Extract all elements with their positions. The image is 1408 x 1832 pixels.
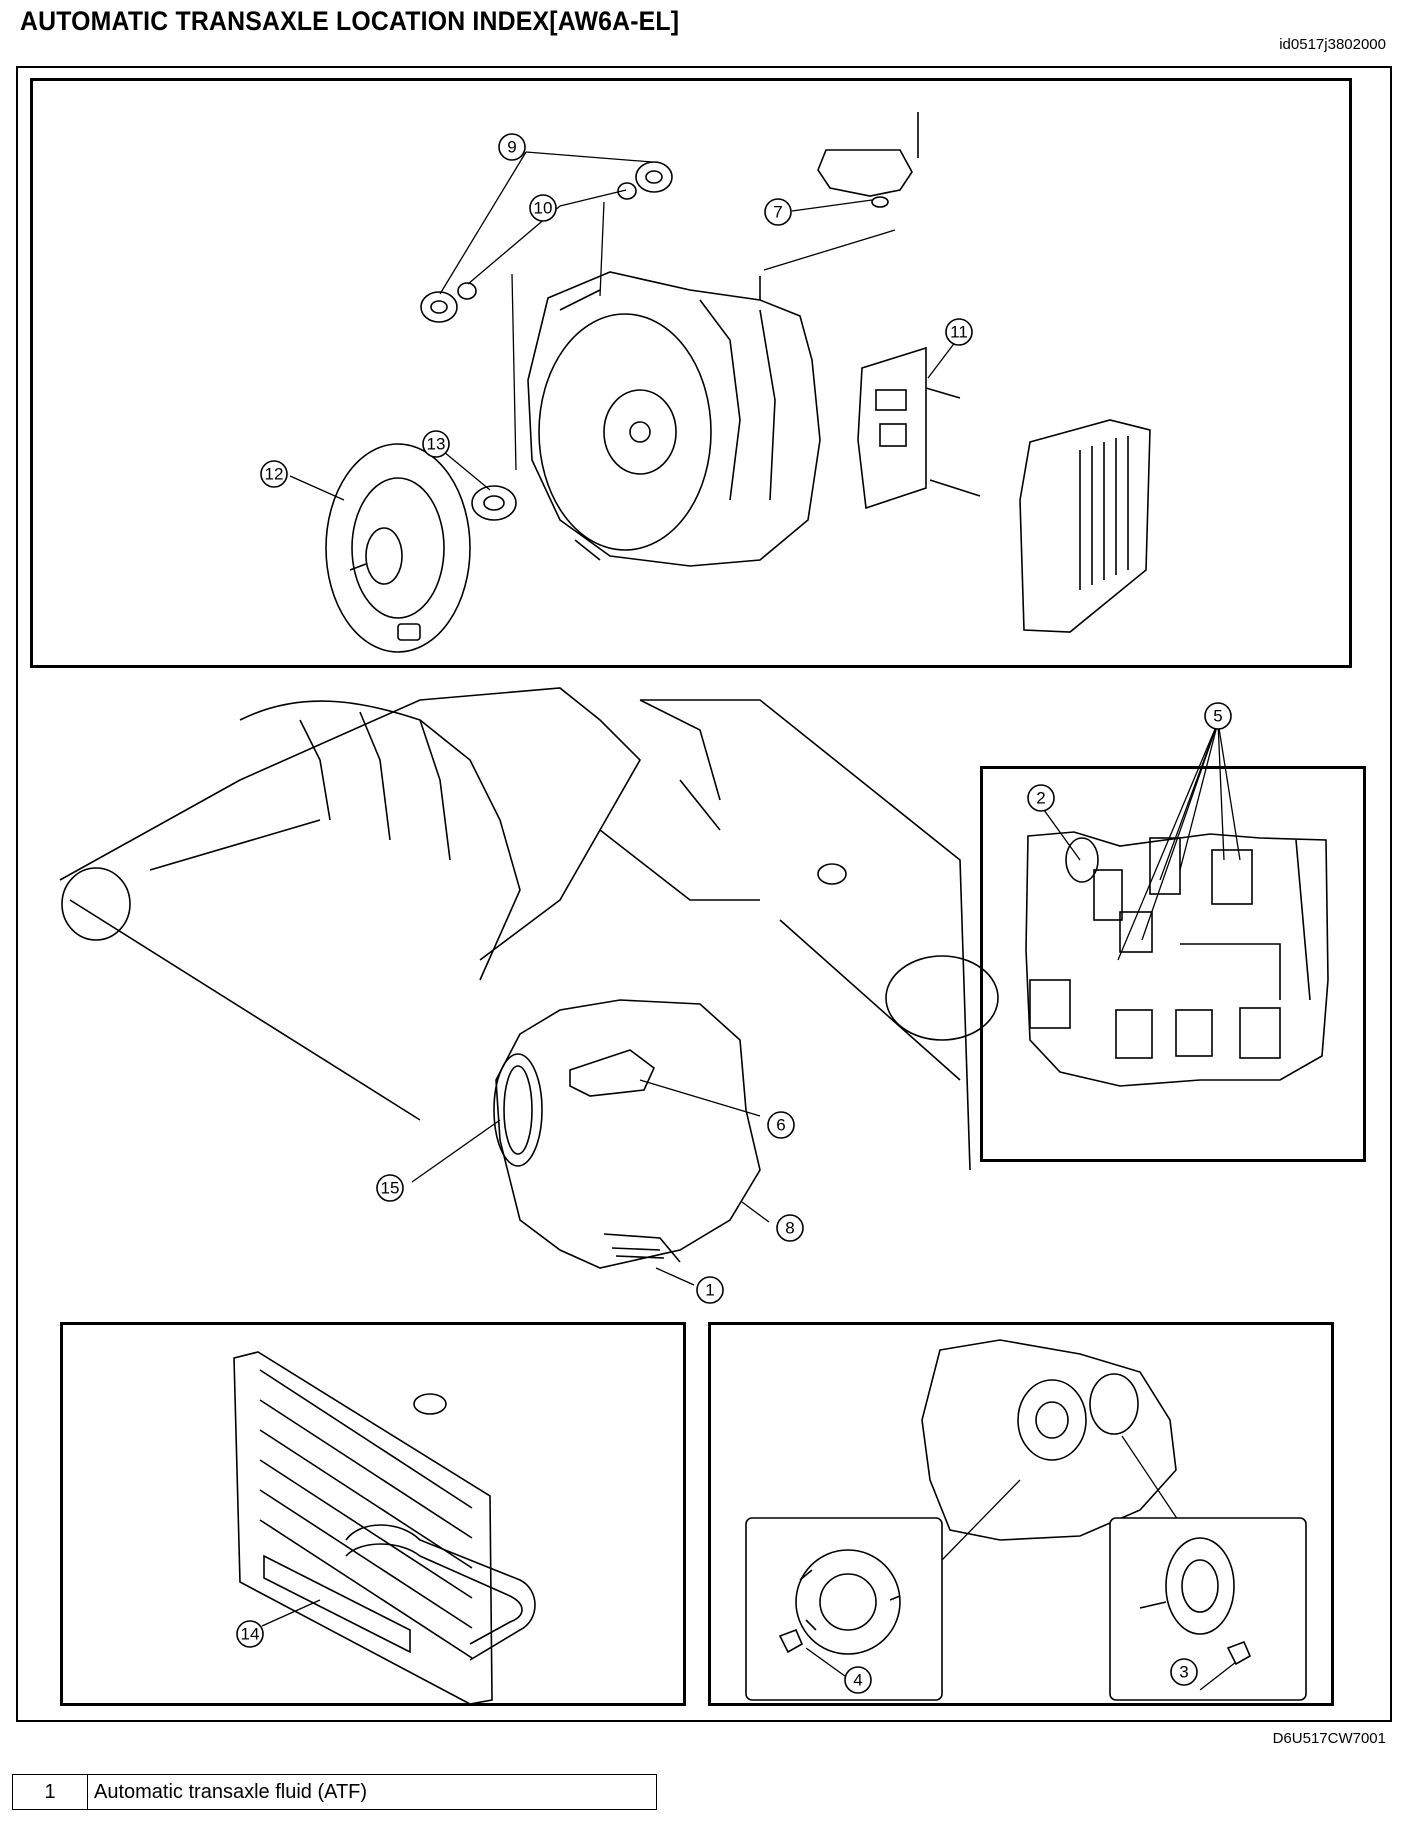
callout-2: 2	[1027, 784, 1055, 812]
callout-14: 14	[236, 1620, 264, 1648]
torque-converter-art	[325, 443, 471, 653]
svg-text:9: 9	[507, 138, 516, 157]
callout-11: 11	[945, 318, 973, 346]
svg-text:15: 15	[381, 1179, 400, 1198]
legend-description: Automatic transaxle fluid (ATF)	[87, 1774, 657, 1810]
callout-9: 9	[498, 133, 526, 161]
svg-text:6: 6	[776, 1116, 785, 1135]
range-switch-art	[817, 112, 919, 208]
callout-3: 3	[1170, 1658, 1198, 1686]
callout-1: 1	[696, 1276, 724, 1304]
callout-8: 8	[776, 1214, 804, 1242]
callout-10: 10	[529, 194, 557, 222]
valve-body-inset-art	[1025, 831, 1329, 1087]
svg-text:14: 14	[241, 1625, 260, 1644]
valve-body-leader-lines	[1043, 721, 1241, 961]
callout-7: 7	[764, 198, 792, 226]
svg-text:5: 5	[1213, 707, 1222, 726]
callout-12: 12	[260, 460, 288, 488]
document-id: id0517j3802000	[1279, 36, 1386, 53]
svg-text:13: 13	[427, 435, 446, 454]
figure-id: D6U517CW7001	[1272, 1730, 1386, 1747]
svg-text:4: 4	[853, 1671, 862, 1690]
svg-text:8: 8	[785, 1219, 794, 1238]
oil-cooler-leader-lines	[261, 1599, 321, 1627]
parts-legend-table: 1 Automatic transaxle fluid (ATF)	[12, 1774, 657, 1810]
transaxle-outline-art	[921, 1339, 1179, 1561]
engine-bay-art	[59, 687, 999, 1171]
svg-text:2: 2	[1036, 789, 1045, 808]
svg-text:3: 3	[1179, 1663, 1188, 1682]
svg-text:1: 1	[705, 1281, 714, 1300]
svg-text:10: 10	[534, 199, 553, 218]
input-speed-sensor-detail-art	[745, 1517, 943, 1701]
engine-bay-leader-lines	[411, 1079, 770, 1286]
callout-4: 4	[844, 1666, 872, 1694]
oil-seals-art	[420, 161, 673, 521]
oil-pan-art	[1019, 419, 1151, 633]
callout-13: 13	[422, 430, 450, 458]
svg-text:12: 12	[265, 465, 284, 484]
page-title: AUTOMATIC TRANSAXLE LOCATION INDEX[AW6A-…	[20, 6, 680, 36]
callout-15: 15	[376, 1174, 404, 1202]
table-row: 1 Automatic transaxle fluid (ATF)	[12, 1774, 657, 1810]
exploded-view-leader-lines	[289, 151, 963, 501]
svg-text:7: 7	[773, 203, 782, 222]
callout-6: 6	[767, 1111, 795, 1139]
callout-5: 5	[1204, 702, 1232, 730]
output-speed-sensor-detail-art	[1109, 1517, 1307, 1701]
transaxle-assembly-art	[493, 999, 761, 1269]
control-valve-body-art	[857, 346, 981, 510]
figure-frame	[16, 66, 1392, 1722]
radiator-art	[233, 1351, 536, 1705]
legend-number: 1	[12, 1774, 88, 1810]
transaxle-case-art	[527, 271, 821, 567]
svg-text:11: 11	[950, 323, 968, 342]
